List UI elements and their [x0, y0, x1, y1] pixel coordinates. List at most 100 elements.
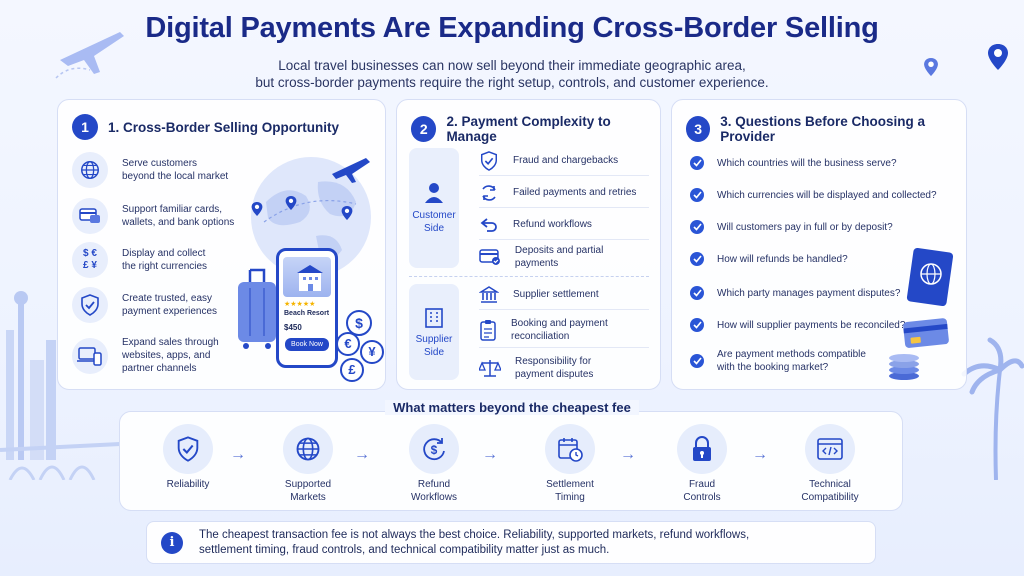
airplane-icon — [55, 32, 124, 79]
section-title: What matters beyond the cheapest fee — [0, 400, 1024, 415]
check-icon — [690, 286, 704, 300]
criterion-reliability: Reliability — [138, 424, 238, 491]
globe-illustration — [251, 157, 371, 277]
coin-yen: ¥ — [360, 340, 384, 364]
map-pin-icon — [285, 196, 297, 210]
clipboard-icon — [480, 319, 496, 341]
bridge-illustration — [0, 442, 120, 480]
palm-tree-illustration — [961, 337, 1024, 480]
divider — [409, 276, 649, 277]
question-item: How will supplier payments be reconciled… — [690, 318, 950, 332]
card-check-icon — [479, 249, 500, 265]
coin-dollar: $ — [346, 310, 372, 336]
svg-text:$: $ — [431, 443, 438, 457]
credit-card-illustration — [903, 318, 949, 348]
phone-stars: ★★★★★ — [284, 301, 316, 308]
panel-cross-border-opportunity: 1 1. Cross-Border Selling Opportunity Se… — [57, 99, 386, 390]
coin-euro: € — [336, 332, 360, 356]
shield-check-icon — [72, 287, 108, 323]
book-now-button[interactable]: Book Now — [285, 338, 329, 351]
check-icon — [690, 354, 704, 368]
page-title: Digital Payments Are Expanding Cross-Bor… — [145, 12, 879, 44]
scales-icon — [479, 360, 501, 377]
currency-icon: $ €£ ¥ — [72, 242, 108, 278]
question-item: Which party manages payment disputes? — [690, 286, 950, 300]
map-pin-icon — [341, 206, 353, 220]
map-pin-icon — [924, 58, 938, 76]
shield-check-icon — [481, 150, 497, 171]
check-icon — [690, 318, 704, 332]
building-icon — [425, 308, 443, 328]
panel-payment-complexity: 2 2. Payment Complexity to Manage Custom… — [396, 99, 661, 390]
map-pin-icon — [251, 202, 263, 216]
devices-icon — [72, 337, 108, 374]
step-number-badge: 1 — [72, 114, 98, 140]
globe-icon — [72, 152, 108, 188]
list-item: Refund workflows — [479, 210, 649, 240]
globe-icon — [283, 424, 333, 474]
panel-title: 2. Payment Complexity to Manage — [446, 114, 611, 144]
hotel-image — [283, 257, 331, 297]
info-icon: i — [161, 531, 183, 554]
shield-check-icon — [163, 424, 213, 474]
hotel-icon — [297, 265, 323, 291]
refund-dollar-icon: $ — [409, 424, 459, 474]
question-item: Will customers pay in full or by deposit… — [690, 220, 950, 234]
list-item: Fraud and chargebacks — [479, 146, 649, 176]
cards-wallet-icon — [72, 198, 108, 234]
panel-provider-questions: 3 3. Questions Before Choosing a Provide… — [671, 99, 967, 390]
panel-title: 1. Cross-Border Selling Opportunity — [108, 119, 340, 135]
phone-hotel-name: Beach Resort — [284, 310, 330, 317]
question-item: Which countries will the business serve? — [690, 156, 950, 170]
arrow-icon: → — [354, 446, 370, 463]
refund-arrow-icon — [480, 217, 497, 232]
passport-illustration — [906, 248, 954, 306]
retry-icon — [482, 184, 496, 201]
check-icon — [690, 252, 704, 266]
calendar-clock-icon — [545, 424, 595, 474]
check-icon — [690, 156, 704, 170]
arrow-icon: → — [620, 446, 636, 463]
check-icon — [690, 220, 704, 234]
arrow-icon: → — [752, 446, 768, 463]
map-pin-icon — [988, 44, 1008, 70]
city-skyline-illustration — [6, 291, 56, 460]
step-number-badge: 3 — [686, 116, 711, 142]
info-note: i The cheapest transaction fee is not al… — [146, 521, 876, 564]
arrow-icon: → — [230, 446, 246, 463]
question-item: How will refunds be handled? — [690, 252, 950, 266]
question-item: Which currencies will be displayed and c… — [690, 188, 950, 202]
airplane-icon — [332, 158, 370, 183]
step-number-badge: 2 — [411, 116, 437, 142]
check-icon — [690, 188, 704, 202]
list-item: Supplier settlement — [479, 280, 649, 310]
list-item: Failed payments and retries — [479, 178, 649, 208]
page-subtitle: Local travel businesses can now sell bey… — [255, 58, 769, 90]
lock-icon — [677, 424, 727, 474]
phone-mockup: ★★★★★ Beach Resort $450 Book Now — [276, 248, 338, 368]
panel-title: 3. Questions Before Choosing a Provider — [720, 114, 926, 144]
list-item: Support familiar cards,wallets, and bank… — [72, 198, 237, 234]
coin-stack-illustration — [889, 354, 919, 380]
code-window-icon — [805, 424, 855, 474]
luggage-illustration — [238, 268, 276, 349]
phone-price: $450 — [284, 323, 302, 332]
list-item: Deposits and partial payments — [479, 242, 649, 272]
bank-icon — [479, 285, 499, 303]
coin-pound: £ — [340, 358, 364, 382]
